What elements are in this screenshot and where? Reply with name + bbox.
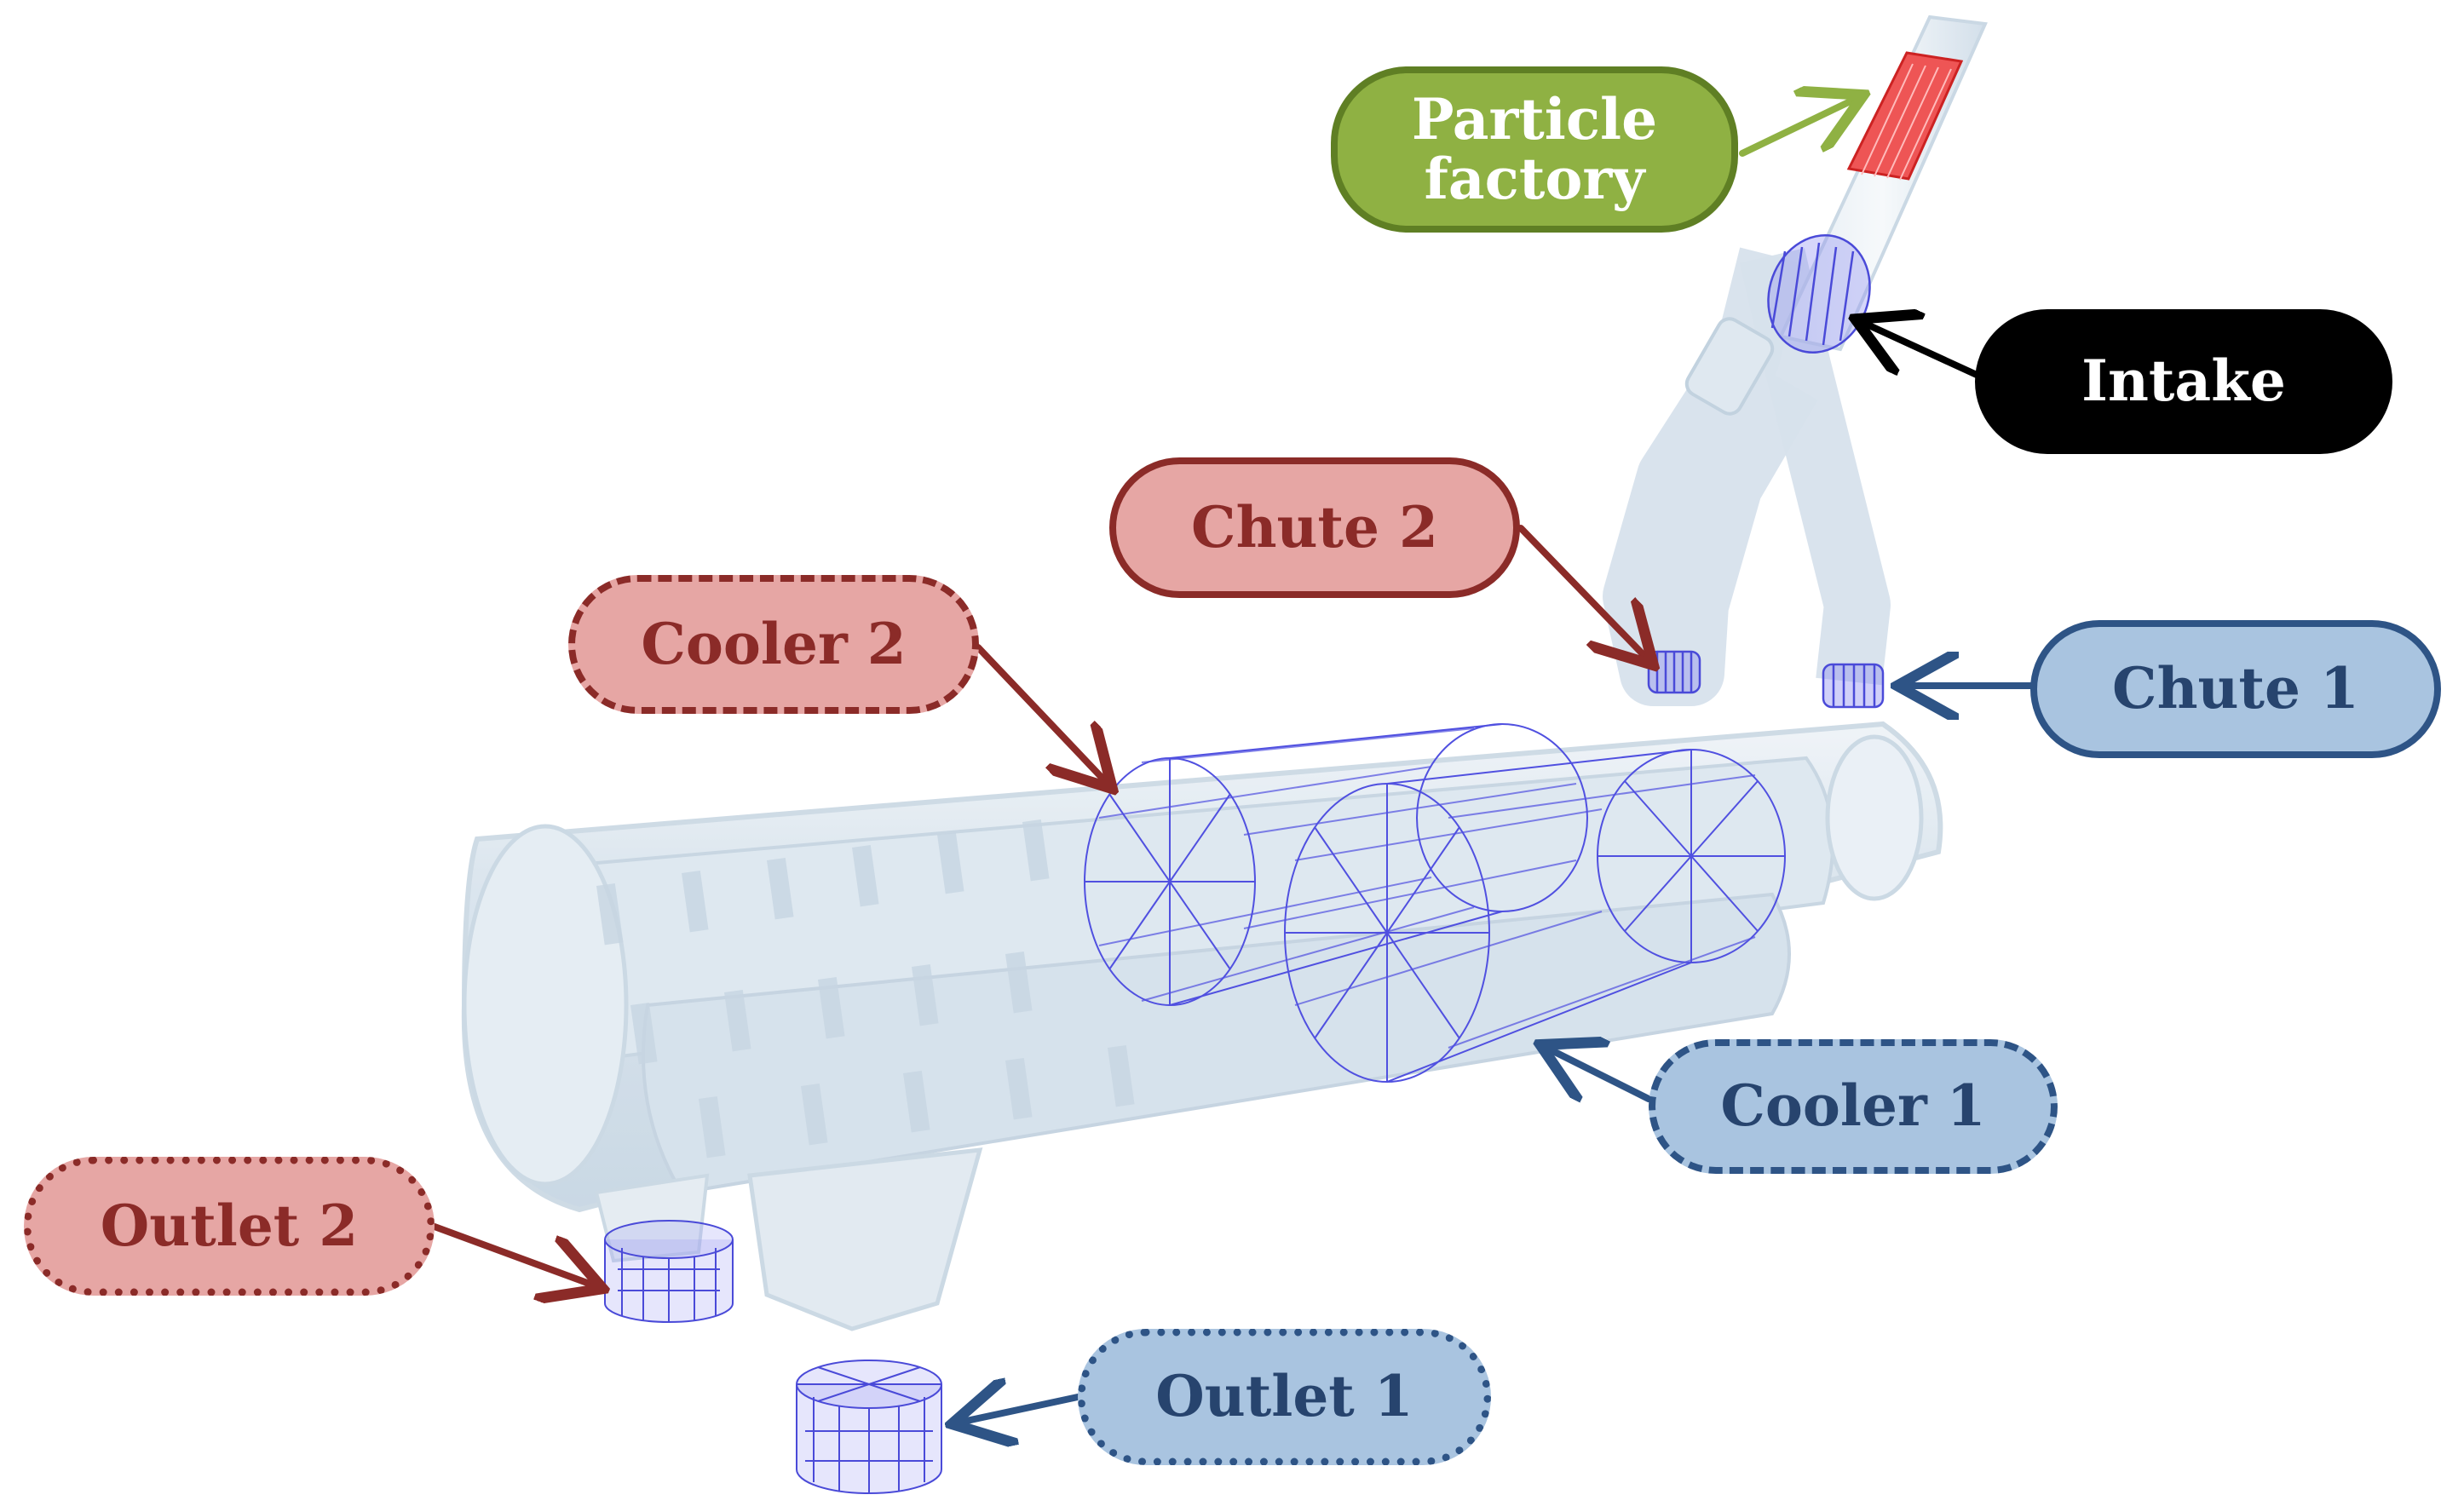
chute-1-region [1822, 663, 1885, 709]
label-outlet-1: Outlet 1 [1078, 1329, 1491, 1465]
cooler-2-region [1084, 723, 1588, 1006]
arrow-cooler-1 [1546, 1048, 1652, 1099]
arrow-intake [1862, 322, 1980, 378]
arrow-particle-factory [1739, 98, 1857, 157]
label-chute-1: Chute 1 [2030, 620, 2441, 758]
cooler-1-region [1284, 749, 1786, 1083]
arrow-outlet-1 [959, 1397, 1081, 1423]
label-cooler-2: Cooler 2 [568, 575, 979, 714]
intake-region [1767, 234, 1871, 354]
arrow-chute-2 [1517, 525, 1649, 660]
label-particle-factory: Particle factory [1331, 66, 1738, 233]
arrow-cooler-2 [975, 644, 1108, 784]
outlet-1-region [796, 1360, 942, 1494]
outlet-2-region [604, 1220, 734, 1323]
particle-factory-region [1846, 51, 1964, 181]
label-cooler-1: Cooler 1 [1649, 1039, 2058, 1174]
label-intake: Intake [1975, 309, 2392, 454]
cooler-body [461, 721, 1943, 1331]
arrow-outlet-2 [431, 1223, 596, 1286]
callout-arrows [431, 98, 2035, 1423]
chute-2-region [1647, 650, 1701, 694]
label-chute-2: Chute 2 [1109, 457, 1520, 598]
label-outlet-2: Outlet 2 [24, 1157, 435, 1296]
